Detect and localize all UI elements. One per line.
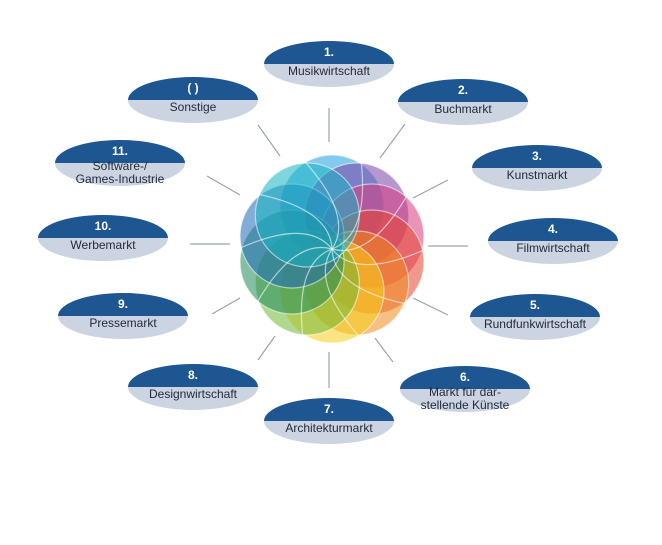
node-designwirtschaft: 8. Designwirtschaft [128, 364, 258, 410]
node-kunstmarkt: 3. Kunstmarkt [472, 145, 602, 191]
node-filmwirtschaft: 4. Filmwirtschaft [488, 218, 618, 264]
connector-software-games [206, 175, 241, 196]
rosette-swirl [331, 248, 409, 305]
rosette-swirl [255, 247, 333, 305]
connector-darstellende-kuenste [374, 337, 394, 363]
rosette-petal [254, 162, 360, 268]
node-cap [470, 294, 600, 317]
node-label: Musikwirtschaft [287, 64, 370, 78]
node-number: 5. [529, 298, 540, 312]
node-cap [128, 364, 258, 387]
node-sonstige: ( ) Sonstige [128, 77, 258, 123]
node-cap [55, 140, 185, 163]
node-body [128, 77, 258, 123]
node-number: 9. [117, 297, 128, 311]
node-number: 7. [323, 402, 334, 416]
node-number: 11. [111, 144, 129, 158]
node-label: Pressemarkt [89, 316, 157, 330]
rosette-swirl [302, 159, 340, 250]
node-cap [264, 41, 394, 64]
node-label: Buchmarkt [434, 102, 492, 116]
node-number: 3. [531, 149, 542, 163]
node-number: 6. [459, 370, 470, 384]
node-label: Markt für dar- stellende Künste [420, 385, 510, 412]
node-body [128, 364, 258, 410]
node-cap [472, 145, 602, 168]
connector-designwirtschaft [257, 335, 276, 361]
node-label: Werbemarkt [70, 238, 136, 252]
rosette-swirl [255, 193, 333, 250]
node-label: Software-/ Games-Industrie [75, 159, 165, 186]
node-body [472, 145, 602, 191]
node-buchmarkt: 2. Buchmarkt [398, 79, 528, 125]
node-cap [488, 218, 618, 241]
node-body [55, 140, 185, 186]
node-body [264, 398, 394, 444]
node-pressemarkt: 9. Pressemarkt [58, 293, 188, 339]
rosette-swirl [331, 193, 409, 251]
rosette-swirl [331, 159, 364, 250]
node-cap [38, 215, 168, 238]
node-cap [398, 79, 528, 102]
node-body [488, 218, 618, 264]
node-number: 4. [547, 222, 558, 236]
node-number: 2. [457, 83, 468, 97]
node-body [470, 294, 600, 340]
node-label: Kunstmarkt [506, 168, 568, 182]
node-software-games: 11. Software-/ Games-Industrie [55, 140, 185, 186]
rosette-swirl [300, 248, 333, 339]
node-label: Sonstige [169, 100, 217, 114]
node-body [264, 41, 394, 87]
node-label: Architekturmarkt [285, 421, 373, 435]
connector-buchmarkt [379, 123, 406, 159]
node-number: ( ) [187, 81, 199, 95]
node-number: 1. [323, 45, 334, 59]
node-cap [128, 77, 258, 100]
rosette-swirl [324, 248, 362, 339]
node-cap [58, 293, 188, 316]
node-werbemarkt: 10. Werbemarkt [38, 215, 168, 261]
node-body [38, 215, 168, 261]
node-body [58, 293, 188, 339]
node-rundfunkwirtschaft: 5. Rundfunkwirtschaft [470, 294, 600, 340]
node-body [398, 79, 528, 125]
node-body [400, 366, 530, 412]
node-number: 10. [94, 219, 112, 233]
node-number: 8. [187, 368, 198, 382]
node-cap [264, 398, 394, 421]
multicolor-rosette-icon [237, 154, 427, 344]
connector-sonstige [257, 124, 281, 157]
connector-kunstmarkt [412, 179, 449, 199]
node-label: Filmwirtschaft [516, 241, 590, 255]
node-label: Designwirtschaft [148, 387, 238, 401]
node-darstellende-kuenste: 6. Markt für dar- stellende Künste [400, 366, 530, 412]
node-label: Rundfunkwirtschaft [483, 317, 587, 331]
connector-pressemarkt [211, 297, 241, 315]
node-cap [400, 366, 530, 389]
connector-rundfunkwirtschaft [412, 297, 449, 316]
center-rosette [237, 154, 427, 344]
rosette-swirl [237, 232, 333, 250]
node-architekturmarkt: 7. Architekturmarkt [264, 398, 394, 444]
node-musikwirtschaft: 1. Musikwirtschaft [264, 41, 394, 87]
rosette-swirl [331, 248, 427, 266]
